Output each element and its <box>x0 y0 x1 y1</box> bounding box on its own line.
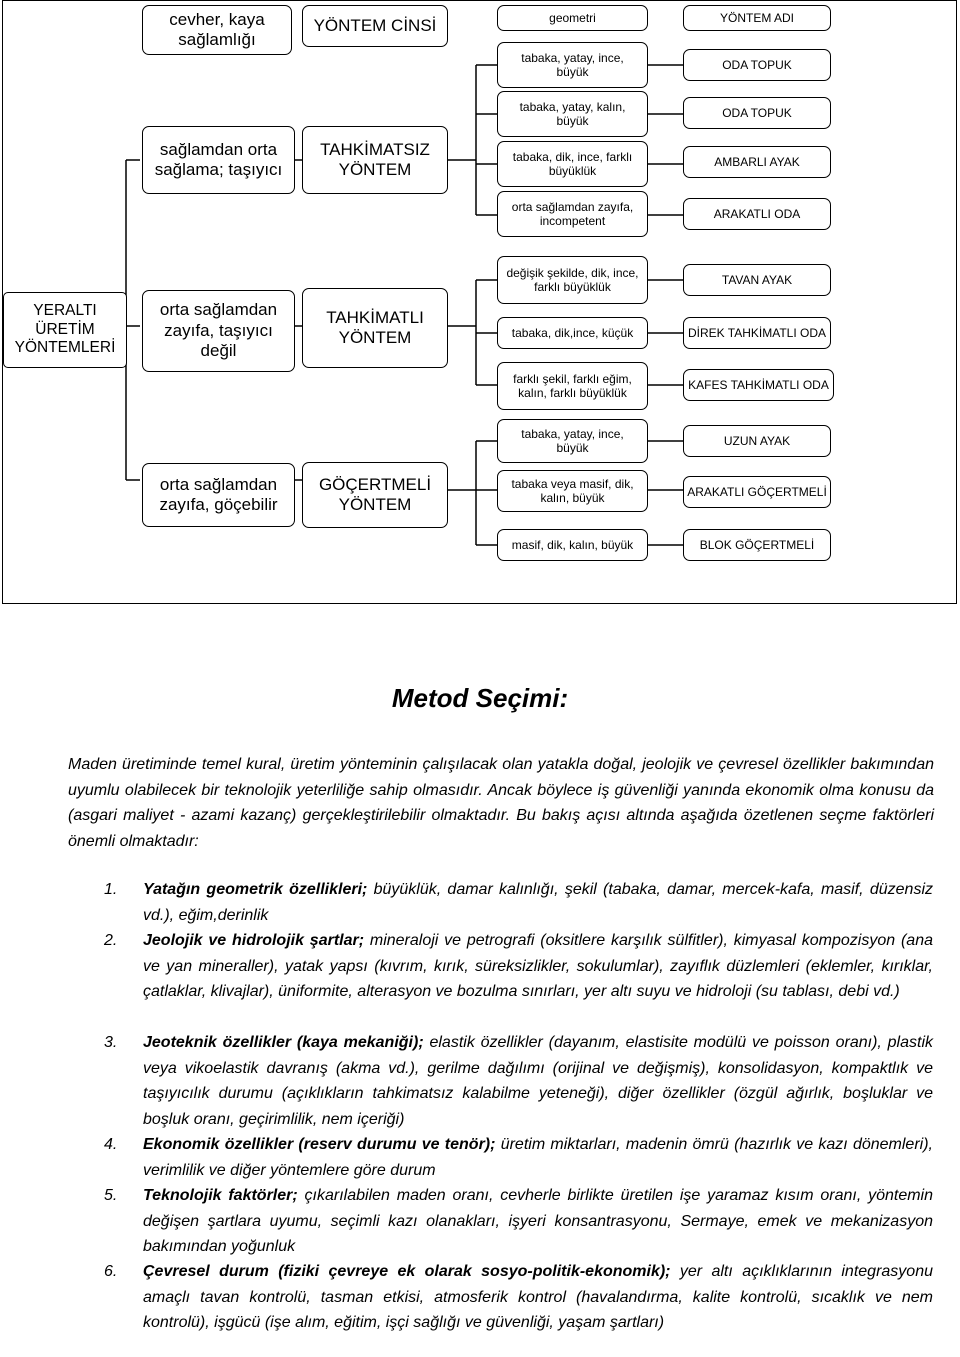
header-method-name-label: YÖNTEM ADI <box>719 10 794 25</box>
header-method-name: YÖNTEM ADI <box>683 5 831 31</box>
method-name-box: ODA TOPUK <box>683 49 831 81</box>
diagram-frame <box>2 0 957 604</box>
strength-label: orta sağlamdan zayıfa, göçebilir <box>159 474 278 514</box>
factor-number: 2. <box>104 932 118 949</box>
geometry-label: tabaka, dik,ince, küçük <box>511 325 634 340</box>
factor-number: 6. <box>104 1263 118 1280</box>
factor-heading: Çevresel durum (fiziki çevreye ek olarak… <box>143 1263 671 1280</box>
strength-box: sağlamdan orta sağlama; taşıyıcı <box>142 126 295 194</box>
geometry-box: tabaka, dik,ince, küçük <box>497 317 648 349</box>
method-type-label: TAHKİMATSIZ YÖNTEM <box>320 139 430 179</box>
method-type-box: GÖÇERTMELİ YÖNTEM <box>302 462 448 528</box>
header-strength: cevher, kaya sağlamlığı <box>142 5 292 55</box>
geometry-box: tabaka veya masif, dik, kalın, büyük <box>497 470 648 512</box>
geometry-label: tabaka, yatay, kalın, büyük <box>519 99 626 128</box>
root-label: YERALTI ÜRETİM YÖNTEMLERİ <box>14 302 116 357</box>
factor-number: 3. <box>104 1034 118 1051</box>
section-title: Metod Seçimi: <box>391 683 569 713</box>
factor-heading: Teknolojik faktörler; <box>143 1187 298 1204</box>
method-name-label: UZUN AYAK <box>723 433 791 448</box>
geometry-box: değişik şekilde, dik, ince, farklı büyük… <box>497 256 648 304</box>
factor-text: Çevresel durum (fiziki çevreye ek olarak… <box>143 1259 933 1336</box>
factor-heading: Ekonomik özellikler (reserv durumu ve te… <box>143 1136 496 1153</box>
method-type-label: GÖÇERTMELİ YÖNTEM <box>318 474 432 514</box>
method-name-box: AMBARLI AYAK <box>683 146 831 178</box>
factor-body: elastik özellikler (dayanım, elastisite … <box>143 1034 934 1128</box>
factor-number: 4. <box>104 1136 118 1153</box>
method-type-box: TAHKİMATLI YÖNTEM <box>302 288 448 368</box>
header-method-type: YÖNTEM CİNSİ <box>302 5 448 47</box>
geometry-label: tabaka, yatay, ince, büyük <box>521 426 624 455</box>
factor-text: Teknolojik faktörler; çıkarılabilen made… <box>143 1183 933 1260</box>
method-name-box: KAFES TAHKİMATLI ODA <box>683 369 834 401</box>
factor-number: 1. <box>104 881 118 898</box>
factor-text: Yatağın geometrik özellikleri; büyüklük,… <box>143 877 933 928</box>
factor-body: mineraloji ve petrografi (oksitlere karş… <box>143 932 933 1000</box>
factor-heading: Yatağın geometrik özellikleri; <box>143 881 368 898</box>
geometry-label: farklı şekil, farklı eğim, kalın, farklı… <box>513 371 632 400</box>
method-name-box: ARAKATLI GÖÇERTMELİ <box>683 476 831 508</box>
method-name-box: UZUN AYAK <box>683 425 831 457</box>
geometry-label: masif, dik, kalın, büyük <box>511 537 634 552</box>
strength-label: orta sağlamdan zayıfa, taşıyıcı değil <box>159 300 278 361</box>
geometry-box: masif, dik, kalın, büyük <box>497 529 648 561</box>
method-name-label: AMBARLI AYAK <box>714 154 800 169</box>
factor-body: çıkarılabilen maden oranı, cevherle birl… <box>143 1187 934 1255</box>
geometry-box: tabaka, yatay, ince, büyük <box>497 42 648 88</box>
method-name-label: KAFES TAHKİMATLI ODA <box>688 377 829 392</box>
factor-heading: Jeolojik ve hidrolojik şartlar; <box>143 932 365 949</box>
method-name-box: DİREK TAHKİMATLI ODA <box>683 317 831 349</box>
strength-box: orta sağlamdan zayıfa, taşıyıcı değil <box>142 290 295 372</box>
strength-box: orta sağlamdan zayıfa, göçebilir <box>142 463 295 527</box>
header-method-type-label: YÖNTEM CİNSİ <box>313 15 437 35</box>
header-geometry: geometri <box>497 5 648 31</box>
connector-lines <box>125 64 683 546</box>
method-name-label: ODA TOPUK <box>722 105 792 120</box>
method-name-label: TAVAN AYAK <box>721 272 793 287</box>
method-name-box: TAVAN AYAK <box>683 264 831 296</box>
factor-text: Jeoteknik özellikler (kaya mekaniği); el… <box>143 1030 933 1132</box>
geometry-box: tabaka, yatay, kalın, büyük <box>497 91 648 137</box>
geometry-label: tabaka, yatay, ince, büyük <box>521 50 624 79</box>
geometry-box: farklı şekil, farklı eğim, kalın, farklı… <box>497 362 648 410</box>
method-name-label: DİREK TAHKİMATLI ODA <box>687 325 827 340</box>
intro-paragraph: Maden üretiminde temel kural, üretim yön… <box>68 756 934 850</box>
strength-label: sağlamdan orta sağlama; taşıyıcı <box>154 139 283 179</box>
geometry-box: orta sağlamdan zayıfa, incompetent <box>497 191 648 237</box>
geometry-box: tabaka, yatay, ince, büyük <box>497 419 648 463</box>
header-geometry-label: geometri <box>549 10 596 25</box>
method-name-label: ARAKATLI GÖÇERTMELİ <box>687 484 827 499</box>
geometry-box: tabaka, dik, ince, farklı büyüklük <box>497 141 648 187</box>
factor-number: 5. <box>104 1187 118 1204</box>
factor-heading: Jeoteknik özellikler (kaya mekaniği); <box>143 1034 424 1051</box>
method-type-label: TAHKİMATLI YÖNTEM <box>326 307 424 347</box>
factor-text: Ekonomik özellikler (reserv durumu ve te… <box>143 1132 933 1183</box>
factor-body: üretim miktarları, madenin ömrü (hazırlı… <box>143 1136 933 1179</box>
method-type-box: TAHKİMATSIZ YÖNTEM <box>302 126 448 194</box>
root-box: YERALTI ÜRETİM YÖNTEMLERİ <box>3 292 127 368</box>
method-name-box: ARAKATLI ODA <box>683 198 831 230</box>
factor-body: yer altı açıklıklarının integrasyonu ama… <box>143 1263 933 1331</box>
method-name-box: BLOK GÖÇERTMELİ <box>683 529 831 561</box>
method-name-label: ODA TOPUK <box>722 57 792 72</box>
method-name-label: ARAKATLI ODA <box>713 206 801 221</box>
header-strength-label: cevher, kaya sağlamlığı <box>169 9 265 49</box>
factor-text: Jeolojik ve hidrolojik şartlar; mineralo… <box>143 928 933 1005</box>
factor-body: büyüklük, damar kalınlığı, şekil (tabaka… <box>143 881 933 924</box>
method-name-box: ODA TOPUK <box>683 97 831 129</box>
geometry-label: tabaka veya masif, dik, kalın, büyük <box>511 476 634 505</box>
geometry-label: değişik şekilde, dik, ince, farklı büyük… <box>506 265 639 294</box>
method-name-label: BLOK GÖÇERTMELİ <box>699 537 815 552</box>
geometry-label: tabaka, dik, ince, farklı büyüklük <box>512 149 633 178</box>
geometry-label: orta sağlamdan zayıfa, incompetent <box>511 199 634 228</box>
